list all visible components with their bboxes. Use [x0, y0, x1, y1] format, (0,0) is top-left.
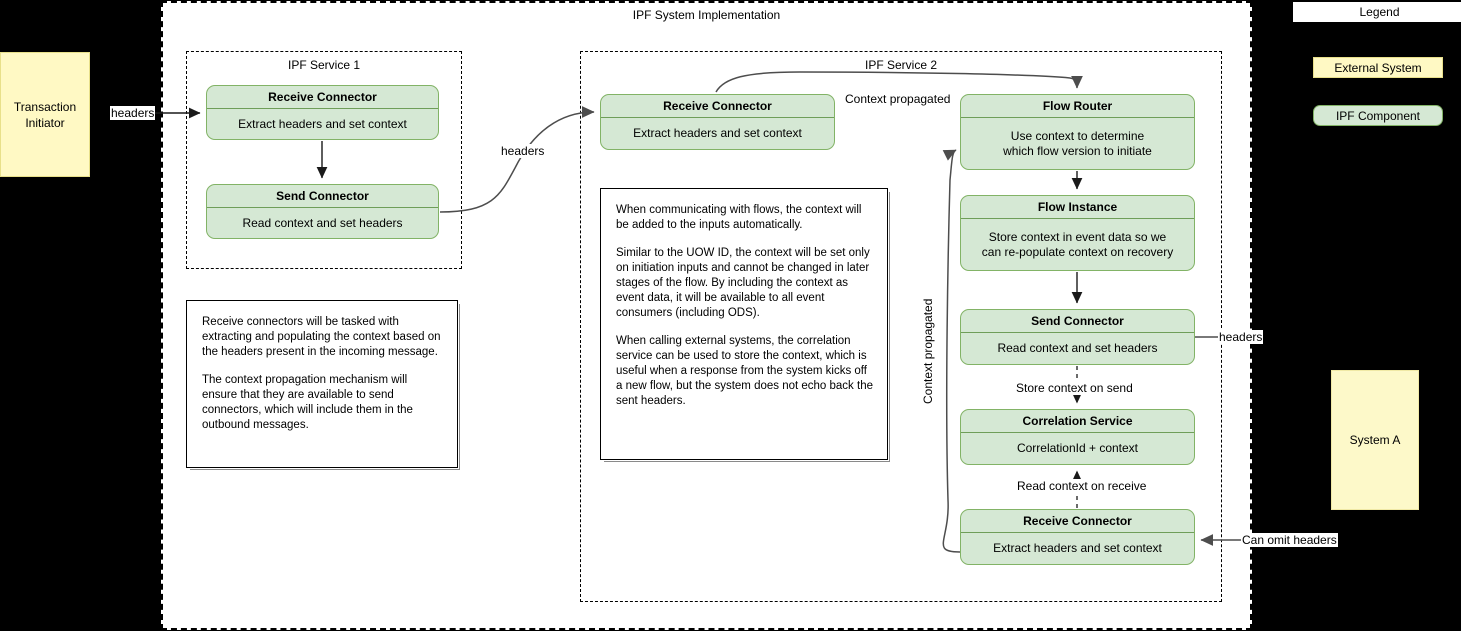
legend-item-label: External System [1334, 60, 1422, 75]
component-body: Extract headers and set context [633, 126, 802, 140]
ipf-service-2-title: IPF Service 2 [864, 58, 938, 72]
note-paragraph: Receive connectors will be tasked with e… [202, 316, 441, 358]
component-body: Read context and set headers [242, 215, 403, 230]
edge-label-store-context-on-send: Store context on send [1013, 381, 1136, 395]
legend-item-label: IPF Component [1335, 108, 1421, 123]
component-body: Use context to determine which flow vers… [961, 118, 1194, 169]
edge-label-context-propagated-vertical-wrap: Context propagated [921, 299, 935, 405]
component-title: Receive Connector [601, 95, 834, 118]
component-body: Extract headers and set context [238, 116, 407, 131]
edge-label-context-propagated-vertical: Context propagated [921, 299, 935, 404]
component-title: Send Connector [207, 185, 438, 208]
note-paragraph: The context propagation mechanism will e… [202, 374, 413, 431]
note-receive-connectors: Receive connectors will be tasked with e… [186, 300, 458, 468]
component-body-line2: which flow version to initiate [1003, 143, 1152, 158]
component-flow-instance[interactable]: Flow Instance Store context in event dat… [960, 195, 1195, 271]
component-title: Flow Instance [961, 196, 1194, 219]
external-system-a[interactable]: System A [1331, 370, 1419, 510]
component-body-line1: Store context in event data so we [988, 229, 1167, 244]
external-system-transaction-initiator[interactable]: Transaction Initiator [0, 52, 90, 177]
legend-item-ipf-component: IPF Component [1313, 105, 1443, 126]
component-title: Flow Router [961, 95, 1194, 118]
component-title: Correlation Service [961, 410, 1194, 433]
edge-label-can-omit-headers: Can omit headers [1241, 533, 1338, 547]
edge-label-headers-s1-to-s2: headers [499, 144, 547, 158]
component-s1-receive-connector[interactable]: Receive Connector Extract headers and se… [206, 85, 439, 140]
external-system-label-line2: Initiator [25, 115, 65, 130]
note-paragraph: Similar to the UOW ID, the context will … [616, 247, 870, 319]
component-title: Receive Connector [207, 86, 438, 109]
component-body: Extract headers and set context [993, 541, 1162, 555]
note-context-behaviour: When communicating with flows, the conte… [600, 188, 888, 460]
component-s2-send-connector[interactable]: Send Connector Read context and set head… [960, 309, 1195, 365]
legend-item-external-system: External System [1313, 57, 1443, 78]
component-body-line1: Use context to determine [1010, 128, 1145, 143]
component-body: Read context and set headers [997, 341, 1158, 355]
external-system-label: System A [1349, 433, 1401, 447]
component-correlation-service[interactable]: Correlation Service CorrelationId + cont… [960, 409, 1195, 465]
diagram-title: IPF System Implementation [632, 8, 781, 22]
edge-label-headers-in: headers [110, 106, 156, 120]
component-body: Store context in event data so we can re… [961, 219, 1194, 270]
external-system-label-line1: Transaction [13, 99, 77, 114]
component-s2-receive-connector-bottom[interactable]: Receive Connector Extract headers and se… [960, 509, 1195, 565]
note-paragraph: When calling external systems, the corre… [616, 335, 873, 407]
component-s1-send-connector[interactable]: Send Connector Read context and set head… [206, 184, 439, 239]
component-s2-receive-connector[interactable]: Receive Connector Extract headers and se… [600, 94, 835, 150]
component-flow-router[interactable]: Flow Router Use context to determine whi… [960, 94, 1195, 170]
legend-title: Legend [1292, 1, 1461, 23]
component-title: Send Connector [961, 310, 1194, 333]
component-title: Receive Connector [961, 510, 1194, 533]
edge-label-context-propagated-top: Context propagated [843, 92, 953, 106]
component-body: CorrelationId + context [1016, 441, 1139, 455]
legend-title-label: Legend [1359, 5, 1400, 19]
component-body-line2: can re-populate context on recovery [981, 244, 1174, 259]
edge-label-read-context-on-receive: Read context on receive [1014, 479, 1150, 493]
ipf-service-1-title: IPF Service 1 [287, 58, 361, 72]
note-paragraph: When communicating with flows, the conte… [616, 204, 862, 231]
edge-label-headers-out: headers [1218, 330, 1264, 344]
